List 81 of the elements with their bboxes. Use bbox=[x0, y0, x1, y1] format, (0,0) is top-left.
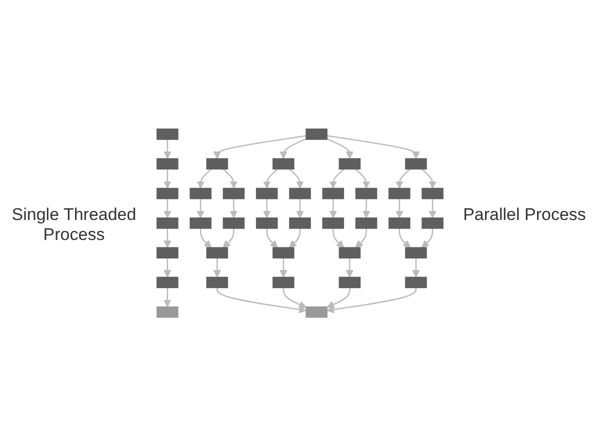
arrow bbox=[164, 169, 172, 189]
node-box bbox=[306, 128, 328, 140]
arrow bbox=[164, 258, 172, 278]
node-box bbox=[156, 158, 178, 170]
node-box bbox=[388, 188, 410, 200]
node-box bbox=[222, 188, 245, 200]
arrow bbox=[329, 168, 344, 189]
node-box bbox=[422, 218, 444, 230]
node-box bbox=[222, 218, 245, 230]
arrow bbox=[222, 228, 234, 248]
node-box bbox=[272, 158, 294, 170]
node-box bbox=[338, 277, 361, 288]
arrow bbox=[213, 135, 306, 160]
arrow bbox=[196, 168, 212, 189]
arrow bbox=[213, 258, 221, 278]
node-box bbox=[289, 188, 311, 200]
node-box bbox=[156, 128, 178, 140]
node-box bbox=[405, 277, 427, 288]
arrow bbox=[288, 228, 301, 248]
arrow bbox=[355, 168, 370, 189]
arrow bbox=[326, 288, 417, 314]
node-box bbox=[388, 218, 410, 230]
arrow bbox=[288, 168, 304, 189]
node-box bbox=[355, 188, 378, 200]
node-box bbox=[422, 188, 444, 200]
node-box bbox=[156, 188, 178, 200]
arrow bbox=[216, 288, 306, 314]
arrow bbox=[164, 228, 172, 248]
node-box bbox=[289, 218, 311, 230]
arrow bbox=[398, 228, 410, 248]
arrow bbox=[266, 228, 278, 248]
node-box bbox=[156, 277, 178, 288]
process-label: Parallel Process bbox=[462, 205, 587, 225]
node-box bbox=[156, 247, 178, 259]
node-box bbox=[190, 218, 212, 230]
node-box bbox=[206, 158, 228, 170]
arrow bbox=[280, 138, 306, 160]
node-box bbox=[272, 277, 294, 288]
node-box bbox=[405, 247, 427, 259]
arrow bbox=[230, 199, 238, 219]
node-box bbox=[355, 218, 378, 230]
arrow bbox=[326, 288, 350, 308]
arrow bbox=[362, 199, 370, 219]
arrow bbox=[263, 199, 271, 219]
node-box bbox=[256, 218, 278, 230]
node-box bbox=[190, 188, 212, 200]
node-box bbox=[338, 158, 361, 170]
node-box bbox=[322, 188, 344, 200]
node-box bbox=[206, 277, 228, 288]
arrow bbox=[346, 258, 354, 278]
arrow bbox=[200, 228, 212, 248]
node-star bbox=[156, 306, 178, 318]
arrow bbox=[421, 228, 434, 248]
arrow bbox=[428, 199, 436, 219]
arrow bbox=[263, 168, 278, 189]
arrow bbox=[332, 228, 344, 248]
arrow bbox=[396, 199, 404, 219]
arrow bbox=[296, 199, 304, 219]
arrow bbox=[164, 288, 172, 308]
node-star bbox=[306, 306, 328, 318]
arrow bbox=[222, 168, 238, 189]
node-box bbox=[338, 247, 361, 259]
arrow bbox=[421, 168, 436, 189]
arrow bbox=[396, 168, 411, 189]
node-box bbox=[206, 247, 228, 259]
arrow bbox=[282, 288, 306, 308]
node-box bbox=[272, 247, 294, 259]
arrow bbox=[412, 258, 420, 278]
node-box bbox=[405, 158, 427, 170]
arrow bbox=[355, 228, 367, 248]
arrow bbox=[164, 140, 172, 160]
arrow bbox=[329, 199, 337, 219]
arrow bbox=[280, 258, 288, 278]
process-label: Single Threaded Process bbox=[10, 205, 138, 245]
node-box bbox=[156, 218, 178, 230]
arrow bbox=[326, 135, 420, 160]
arrow bbox=[196, 199, 204, 219]
arrow bbox=[164, 199, 172, 219]
node-box bbox=[256, 188, 278, 200]
arrow bbox=[326, 138, 354, 160]
node-box bbox=[322, 218, 344, 230]
